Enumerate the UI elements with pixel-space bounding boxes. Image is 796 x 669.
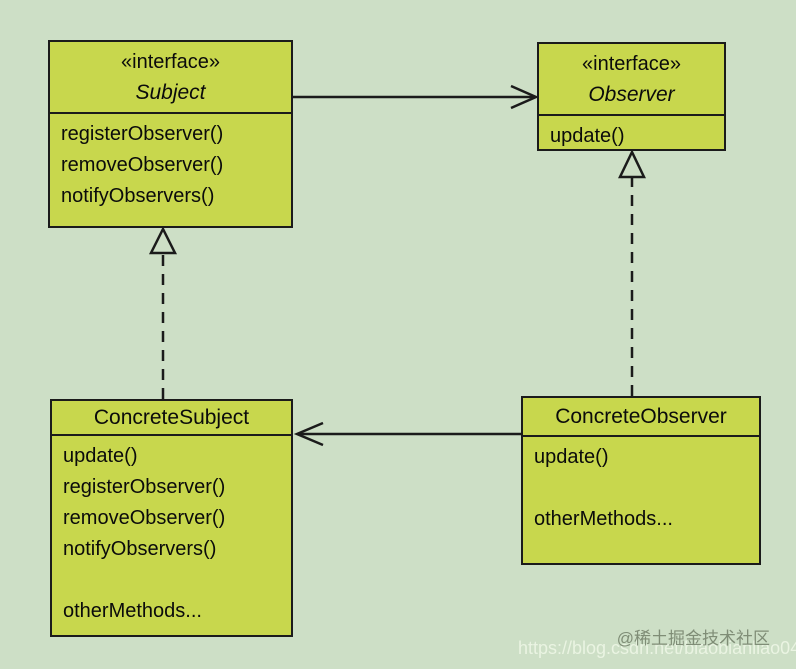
method-label: update() bbox=[550, 125, 625, 147]
subject-class-name: Subject bbox=[135, 80, 206, 104]
observer-stereotype: «interface» bbox=[582, 52, 681, 75]
method-label: registerObserver() bbox=[63, 476, 226, 498]
method-label: otherMethods... bbox=[534, 508, 673, 530]
method-label: notifyObservers() bbox=[63, 538, 217, 560]
subject-title-compartment: «interface» Subject bbox=[50, 42, 291, 114]
realization-arrow-concretesubject-to-subject bbox=[148, 226, 178, 399]
concrete-observer-methods-compartment: update() otherMethods... bbox=[523, 437, 759, 535]
concrete-observer-class-name: ConcreteObserver bbox=[555, 405, 727, 428]
class-box-concrete-observer: ConcreteObserver update() otherMethods..… bbox=[521, 396, 761, 565]
method-label: registerObserver() bbox=[61, 123, 224, 145]
watermark-url: https://blog.csdn.net/biaobianliao0449 bbox=[518, 638, 796, 658]
association-arrow-subject-to-observer bbox=[293, 84, 540, 110]
realization-arrow-concreteobserver-to-observer bbox=[618, 149, 646, 396]
method-label: update() bbox=[63, 445, 138, 467]
concrete-subject-class-name: ConcreteSubject bbox=[93, 406, 250, 429]
observer-title-compartment: «interface» Observer bbox=[539, 44, 724, 116]
concrete-subject-methods-compartment: update() registerObserver() removeObserv… bbox=[52, 436, 291, 627]
subject-methods-compartment: registerObserver() removeObserver() noti… bbox=[50, 114, 291, 212]
blank-line bbox=[63, 565, 287, 596]
observer-methods-compartment: update() bbox=[539, 116, 724, 152]
method-label: notifyObservers() bbox=[61, 185, 215, 207]
method-label: update() bbox=[534, 446, 609, 468]
method-label: removeObserver() bbox=[63, 507, 226, 529]
concrete-subject-title-compartment: ConcreteSubject bbox=[52, 401, 291, 436]
subject-stereotype: «interface» bbox=[121, 50, 220, 73]
association-arrow-concreteobserver-to-concretesubject bbox=[293, 421, 521, 447]
concrete-observer-title-compartment: ConcreteObserver bbox=[523, 398, 759, 437]
method-label: otherMethods... bbox=[63, 600, 202, 622]
method-label: removeObserver() bbox=[61, 154, 224, 176]
watermark-community: @稀土掘金技术社区 bbox=[616, 629, 770, 648]
class-box-observer: «interface» Observer update() bbox=[537, 42, 726, 151]
observer-class-name: Observer bbox=[588, 82, 675, 106]
blank-line bbox=[534, 473, 755, 504]
class-box-concrete-subject: ConcreteSubject update() registerObserve… bbox=[50, 399, 293, 637]
class-box-subject: «interface» Subject registerObserver() r… bbox=[48, 40, 293, 228]
